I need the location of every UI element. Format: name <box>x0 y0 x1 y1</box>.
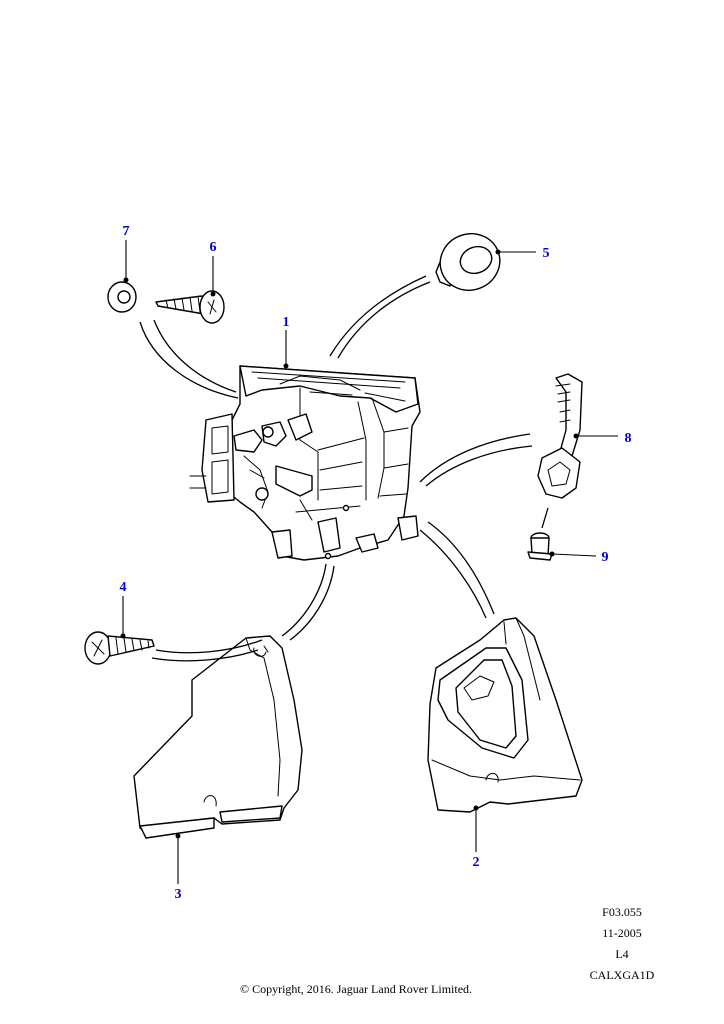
callouts: 1 2 3 4 5 6 7 8 9 <box>120 224 632 902</box>
callout-7[interactable]: 7 <box>123 224 130 239</box>
association-arcs <box>139 275 549 662</box>
drawing-reference-block: F03.055 11-2005 L4 CALXGA1D <box>570 902 674 986</box>
screw-4[interactable] <box>84 631 155 665</box>
drain-valve[interactable] <box>527 532 553 561</box>
air-duct-right[interactable] <box>427 617 583 813</box>
drawing-ref: F03.055 <box>602 905 642 919</box>
drawing-level: L4 <box>615 947 629 961</box>
drain-tube[interactable] <box>537 373 583 499</box>
air-duct-left[interactable] <box>133 635 303 839</box>
heater-assembly[interactable] <box>189 365 421 561</box>
drawing-date: 11-2005 <box>602 926 642 940</box>
callout-5[interactable]: 5 <box>543 246 550 261</box>
callout-3[interactable]: 3 <box>175 887 182 902</box>
leader-lines <box>120 240 618 884</box>
drawing-code: CALXGA1D <box>589 968 655 982</box>
grommet[interactable] <box>432 225 508 298</box>
callout-8[interactable]: 8 <box>625 431 632 446</box>
callout-9[interactable]: 9 <box>602 550 609 565</box>
callout-2[interactable]: 2 <box>473 855 480 870</box>
copyright-notice: © Copyright, 2016. Jaguar Land Rover Lim… <box>239 982 473 996</box>
callout-4[interactable]: 4 <box>120 580 127 595</box>
screw-6[interactable] <box>155 290 225 324</box>
callout-6[interactable]: 6 <box>210 240 217 255</box>
washer[interactable] <box>107 281 137 313</box>
callout-1[interactable]: 1 <box>283 315 290 330</box>
